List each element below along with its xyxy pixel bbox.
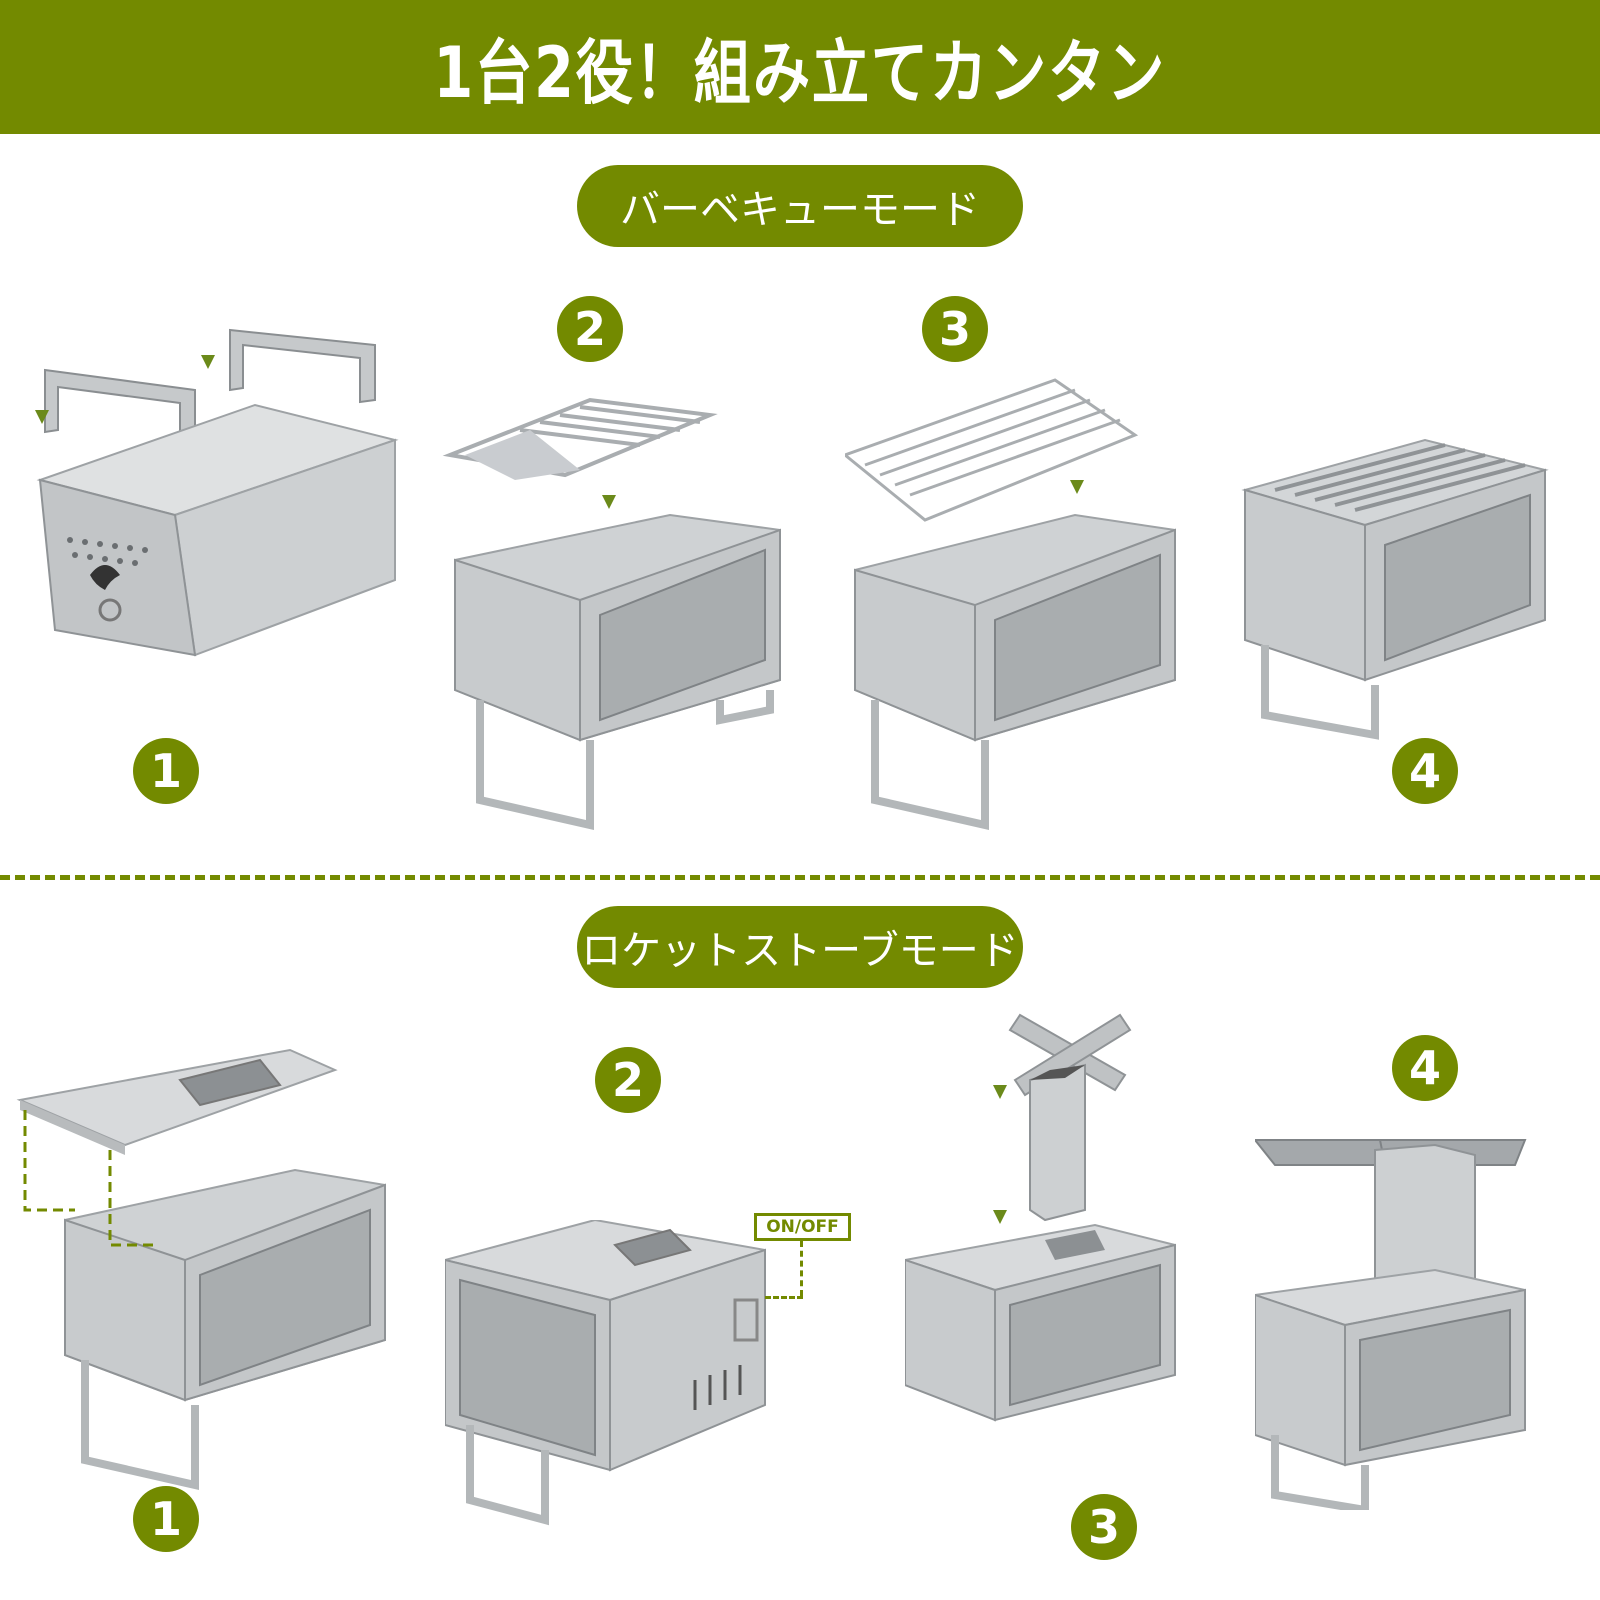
product-image-bbq-step-3 [845,370,1215,830]
step-badge-bbq-3: 3 [922,296,988,362]
product-image-rocket-step-4 [1255,1110,1555,1510]
step-badge-bbq-4: 4 [1392,738,1458,804]
section-label-bbq-mode: バーベキューモード [577,165,1023,247]
product-image-rocket-step-1 [15,1040,415,1510]
callout-connector [765,1296,803,1299]
arrow-down-icon [1070,480,1084,494]
arrow-down-icon [201,355,215,369]
section-label-rocket-stove-mode: ロケットストーブモード [577,906,1023,988]
arrow-down-icon [993,1085,1007,1099]
product-image-bbq-step-1 [15,310,405,660]
page-title: 1台2役！組み立てカンタン [433,31,1167,114]
arrow-down-icon [35,410,49,424]
step-badge-rocket-1: 1 [133,1486,199,1552]
step-badge-rocket-4: 4 [1392,1035,1458,1101]
callout-connector [800,1241,803,1296]
product-image-rocket-step-3 [905,1010,1205,1440]
step-badge-rocket-2: 2 [595,1047,661,1113]
arrow-down-icon [602,495,616,509]
header-banner: 1台2役！組み立てカンタン [0,0,1600,134]
product-image-rocket-step-2 [445,1220,775,1570]
product-image-bbq-step-4 [1235,410,1575,740]
section-divider [0,875,1600,880]
product-image-bbq-step-2 [440,370,800,830]
arrow-down-icon [993,1210,1007,1224]
step-badge-bbq-2: 2 [557,296,623,362]
step-badge-rocket-3: 3 [1071,1494,1137,1560]
step-badge-bbq-1: 1 [133,738,199,804]
on-off-callout: ON/OFF [754,1213,851,1241]
